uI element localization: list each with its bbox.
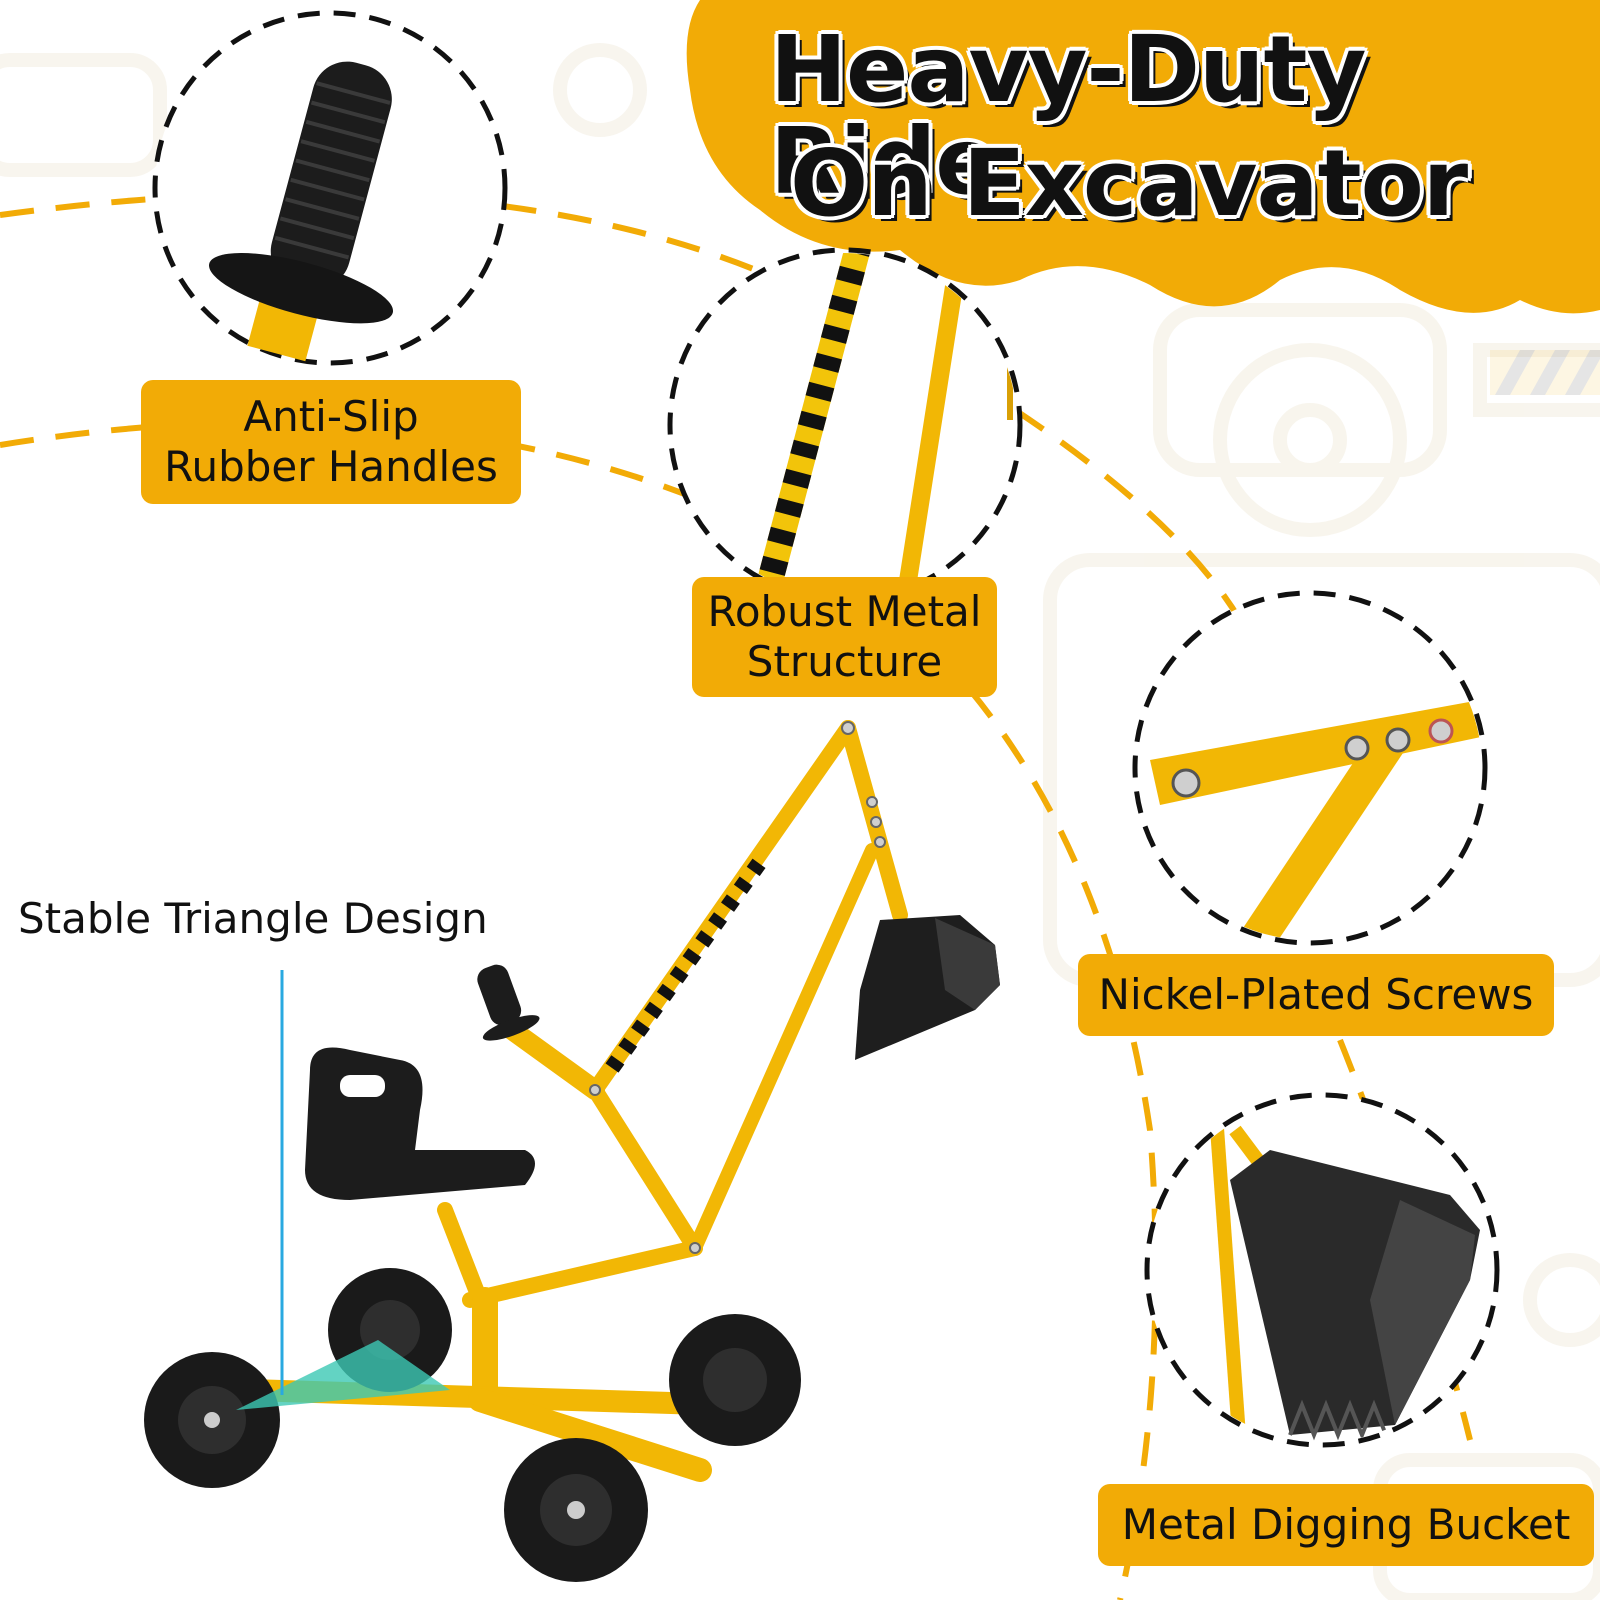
bucket-icon [1144, 1092, 1500, 1448]
callout-rubber-handles: Anti-Slip Rubber Handles [141, 380, 521, 504]
excavator-product [144, 720, 1000, 1582]
background-stripes [1490, 350, 1600, 395]
dashed-arcs [0, 190, 1473, 1600]
callout-screws-line-1: Nickel-Plated Screws [1098, 970, 1534, 1019]
callout-digging-bucket: Metal Digging Bucket [1098, 1484, 1594, 1566]
headline-line-2: On Excavator [790, 130, 1468, 237]
callout-handles-line-1: Anti-Slip [243, 392, 419, 441]
stable-triangle-highlight [236, 1340, 450, 1410]
screws-icon [1132, 590, 1488, 946]
metal-arm-icon [667, 247, 1023, 603]
callout-handles-line-2: Rubber Handles [164, 442, 498, 491]
headline-line-1: Heavy-Duty Ride [770, 16, 1366, 215]
callout-structure-line-1: Robust Metal [707, 587, 982, 636]
callout-structure-line-2: Structure [746, 637, 943, 686]
wheels [144, 1268, 801, 1582]
header-cloud [686, 0, 1600, 314]
screw-heads [1171, 718, 1454, 798]
callout-metal-structure: Robust Metal Structure [692, 577, 997, 697]
callout-bucket-line-1: Metal Digging Bucket [1121, 1500, 1571, 1549]
rubber-grip-icon [152, 10, 508, 366]
callout-nickel-screws: Nickel-Plated Screws [1078, 954, 1554, 1036]
triangle-design-label: Stable Triangle Design [18, 894, 488, 943]
